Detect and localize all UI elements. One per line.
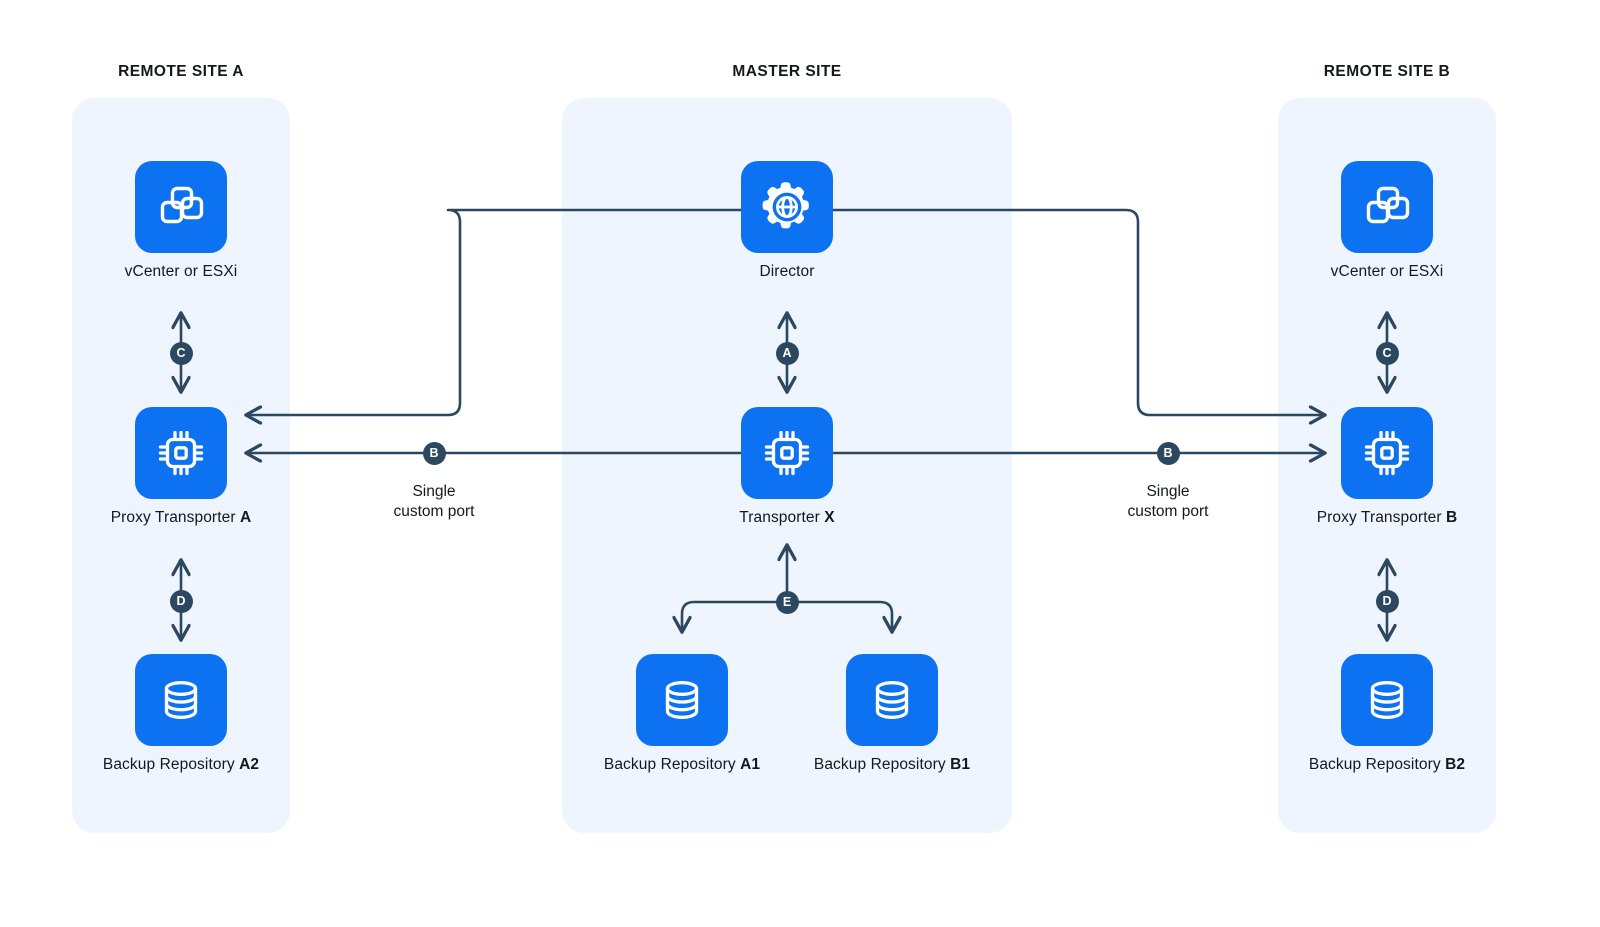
director-gear-globe-icon xyxy=(741,161,833,253)
node-label-backup-repository-a1: Backup Repository A1 xyxy=(604,756,760,774)
site-title-remote-b: REMOTE SITE B xyxy=(1323,63,1451,80)
database-icon xyxy=(636,654,728,746)
node-label-transporter-x: Transporter X xyxy=(739,509,835,527)
badge-a: A xyxy=(775,341,799,365)
label-suffix: A2 xyxy=(239,756,260,773)
label-suffix: B1 xyxy=(950,756,971,773)
node-label-vcenter-a: vCenter or ESXi xyxy=(125,263,238,281)
badge-b-left: B xyxy=(422,441,446,465)
caption-line-2: custom port xyxy=(393,503,475,521)
badge-c-left: C xyxy=(169,341,193,365)
label-text: Backup Repository xyxy=(813,756,951,773)
site-title-remote-a: REMOTE SITE A xyxy=(118,63,244,80)
label-text: Backup Repository xyxy=(1308,756,1446,773)
label-text: vCenter or ESXi xyxy=(1330,263,1444,280)
label-text: Backup Repository xyxy=(603,756,741,773)
label-text: Director xyxy=(759,263,815,280)
badge-e: E xyxy=(775,590,799,614)
label-text: Proxy Transporter xyxy=(110,509,240,526)
label-text: Proxy Transporter xyxy=(1316,509,1446,526)
node-label-backup-repository-b1: Backup Repository B1 xyxy=(814,756,970,774)
label-suffix: A xyxy=(240,509,252,526)
caption-single-custom-port-right: Single custom port xyxy=(1128,482,1209,523)
transporter-cpu-icon xyxy=(1341,407,1433,499)
node-label-vcenter-b: vCenter or ESXi xyxy=(1331,263,1444,281)
vcenter-icon xyxy=(1341,161,1433,253)
label-suffix: B2 xyxy=(1445,756,1466,773)
label-suffix: A1 xyxy=(740,756,761,773)
label-text: vCenter or ESXi xyxy=(124,263,238,280)
database-icon xyxy=(846,654,938,746)
label-text: Backup Repository xyxy=(102,756,240,773)
node-label-director: Director xyxy=(759,263,814,281)
label-suffix: B xyxy=(1446,509,1458,526)
badge-d-left: D xyxy=(169,589,193,613)
vcenter-icon xyxy=(135,161,227,253)
caption-line-1: Single xyxy=(412,483,456,500)
transporter-cpu-icon xyxy=(135,407,227,499)
badge-d-right: D xyxy=(1375,589,1399,613)
label-suffix: X xyxy=(824,509,835,526)
label-text: Transporter xyxy=(739,509,825,526)
caption-single-custom-port-left: Single custom port xyxy=(394,482,475,523)
site-title-master: MASTER SITE xyxy=(732,63,842,80)
transporter-cpu-icon xyxy=(741,407,833,499)
database-icon xyxy=(135,654,227,746)
caption-line-1: Single xyxy=(1146,483,1190,500)
badge-c-right: C xyxy=(1375,341,1399,365)
node-label-proxy-transporter-a: Proxy Transporter A xyxy=(111,509,252,527)
badge-b-right: B xyxy=(1156,441,1180,465)
node-label-backup-repository-b2: Backup Repository B2 xyxy=(1309,756,1465,774)
database-icon xyxy=(1341,654,1433,746)
node-label-backup-repository-a2: Backup Repository A2 xyxy=(103,756,259,774)
caption-line-2: custom port xyxy=(1127,503,1209,521)
node-label-proxy-transporter-b: Proxy Transporter B xyxy=(1317,509,1458,527)
